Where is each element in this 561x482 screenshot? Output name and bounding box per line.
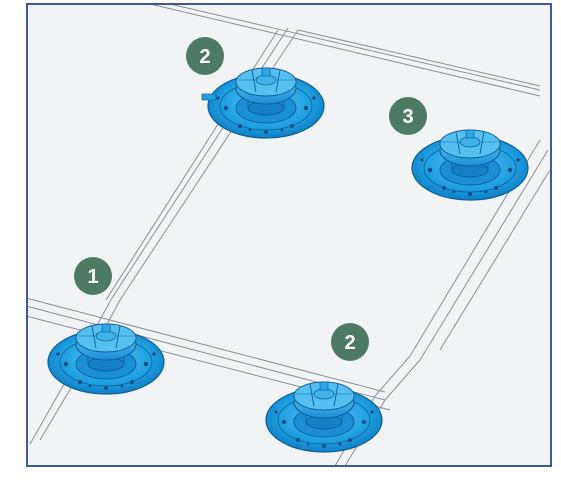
badge-1-label: 1 — [87, 266, 98, 288]
tile-seam-middle — [25, 297, 386, 393]
pedestal-top-center — [201, 67, 325, 139]
badge-2-bottom: 2 — [331, 323, 369, 361]
badge-3: 3 — [389, 97, 427, 135]
tile-edge-top-inner — [169, 3, 541, 91]
badge-2-bottom-label: 2 — [344, 332, 355, 354]
badge-1: 1 — [74, 257, 112, 295]
tile-edge-top — [149, 3, 541, 97]
diagram-border — [26, 3, 552, 467]
badge-3-label: 3 — [402, 106, 413, 128]
tile-seam-upper-right — [297, 29, 541, 87]
badge-2-top: 2 — [186, 37, 224, 75]
badge-2-top-label: 2 — [199, 46, 210, 68]
tile-seam-right-c — [439, 169, 551, 351]
tile-seam-right-b — [374, 139, 541, 397]
tile-seam-right — [384, 149, 549, 401]
